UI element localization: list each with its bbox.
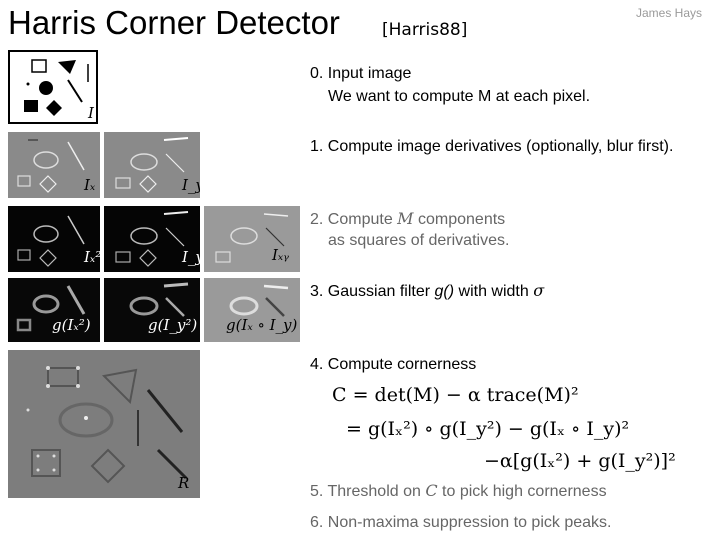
panel-ix: Iₓ <box>8 132 100 198</box>
panel-g-ixiy-shapes <box>229 284 289 317</box>
input-image-shapes <box>24 59 89 116</box>
panel-g-iy2: g(I_y²) <box>104 278 200 342</box>
step-2-var: M <box>397 209 414 228</box>
panel-r: R <box>8 350 200 498</box>
panel-g-ixiy-label: g(Iₓ ∘ I_y) <box>226 316 298 334</box>
step-2-desc: as squares of derivatives. <box>328 232 510 249</box>
author-name: James Hays <box>636 6 703 20</box>
panel-iy-shapes <box>115 137 189 193</box>
step-2-suffix: components <box>413 211 506 228</box>
input-image-label: I <box>88 104 94 122</box>
citation: [Harris88] <box>382 20 468 40</box>
step-5-prefix: 5. Threshold on <box>310 483 426 500</box>
panel-iy2: I_y² <box>104 206 200 272</box>
panel-g-iy2-shapes <box>129 282 189 317</box>
step-3: 3. Gaussian filter g() with width σ <box>310 280 544 303</box>
step-3-func: g() <box>434 283 455 300</box>
step-3-mid: with width <box>454 283 534 300</box>
step-2: 2. Compute M components <box>310 208 505 231</box>
slide-title: Harris Corner Detector <box>8 4 340 41</box>
step-3-sigma: σ <box>533 281 545 300</box>
equation-line-1: C = det(M) − α trace(M)² <box>332 384 579 406</box>
step-5-suffix: to pick high cornerness <box>437 483 607 500</box>
panel-ix2: Iₓ² <box>8 206 100 272</box>
panel-ixy: Iₓᵧ <box>204 206 300 272</box>
panel-g-iy2-label: g(I_y²) <box>148 316 198 334</box>
panel-ixy-label: Iₓᵧ <box>272 246 289 264</box>
panel-g-ix2-shapes <box>16 285 86 332</box>
panel-g-ixiy: g(Iₓ ∘ I_y) <box>204 278 300 342</box>
panel-ixy-shapes <box>215 213 289 263</box>
panel-ix-shapes <box>17 139 85 193</box>
panel-ix-label: Iₓ <box>84 176 96 194</box>
step-0-desc: We want to compute M at each pixel. <box>328 88 591 105</box>
step-1: 1. Compute image derivatives (optionally… <box>310 138 674 155</box>
step-5: 5. Threshold on C to pick high cornernes… <box>310 480 607 503</box>
panel-iy2-label: I_y² <box>182 248 200 266</box>
panel-iy2-shapes <box>115 211 189 267</box>
input-image-panel: I <box>8 50 98 124</box>
step-0-title: 0. Input image <box>310 65 412 82</box>
panel-ix2-shapes <box>17 215 85 267</box>
step-2-prefix: 2. Compute <box>310 211 398 228</box>
panel-ix2-label: Iₓ² <box>84 248 100 266</box>
panel-g-ix2-label: g(Iₓ²) <box>52 316 91 334</box>
step-3-prefix: 3. Gaussian filter <box>310 283 435 300</box>
panel-iy-label: I_y <box>182 176 200 194</box>
panel-g-ix2: g(Iₓ²) <box>8 278 100 342</box>
step-5-var: C <box>425 481 438 500</box>
equation-line-2: = g(Iₓ²) ∘ g(I_y²) − g(Iₓ ∘ I_y)² <box>346 418 630 440</box>
step-4: 4. Compute cornerness <box>310 356 477 373</box>
panel-iy: I_y <box>104 132 200 198</box>
panel-r-label: R <box>178 474 190 492</box>
step-6: 6. Non-maxima suppression to pick peaks. <box>310 514 612 531</box>
panel-r-shapes <box>26 366 188 484</box>
equation-line-3: −α[g(Iₓ²) + g(I_y²)]² <box>484 450 676 472</box>
